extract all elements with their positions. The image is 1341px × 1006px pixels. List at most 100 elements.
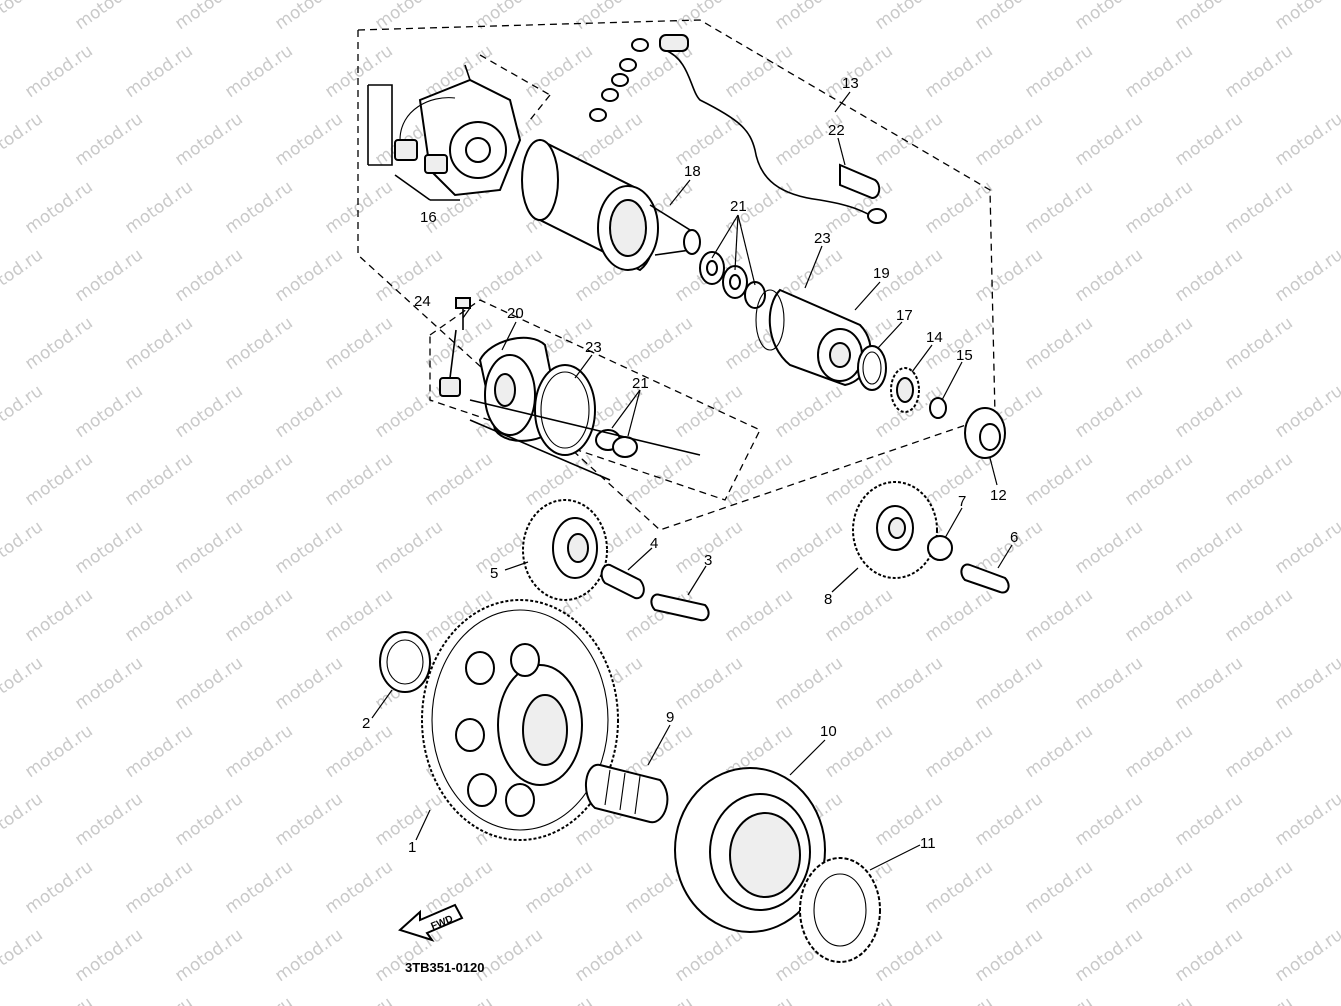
- watermark-text: motod.ru: [1071, 925, 1146, 986]
- watermark-text: motod.ru: [1271, 653, 1341, 714]
- watermark-text: motod.ru: [1271, 245, 1341, 306]
- nut-stack[interactable]: [589, 38, 649, 122]
- diagram-code: 3TB351-0120: [405, 960, 485, 975]
- through-bolts[interactable]: [469, 399, 701, 481]
- watermark-text: motod.ru: [671, 109, 746, 170]
- watermark-text: motod.ru: [1171, 789, 1246, 850]
- callout-19: 19: [873, 265, 890, 282]
- watermark-text: motod.ru: [1171, 0, 1246, 34]
- watermark-text: motod.ru: [371, 925, 446, 986]
- bolt-24[interactable]: [449, 297, 471, 379]
- bearing[interactable]: [964, 407, 1006, 459]
- shaft-3[interactable]: [650, 593, 710, 622]
- watermark-text: motod.ru: [121, 721, 196, 782]
- watermark-text: motod.ru: [0, 109, 47, 170]
- washer-set-lower[interactable]: [595, 429, 638, 458]
- one-way-clutch[interactable]: [799, 857, 881, 963]
- watermark-text: motod.ru: [221, 449, 296, 510]
- watermark-text: motod.ru: [621, 449, 696, 510]
- watermark-text: motod.ru: [671, 0, 746, 34]
- callout-1: 1: [408, 839, 416, 856]
- watermark-text: motod.ru: [1221, 449, 1296, 510]
- terminal-cover[interactable]: [839, 163, 881, 200]
- watermark-text: motod.ru: [721, 449, 796, 510]
- shaft-6[interactable]: [960, 563, 1010, 594]
- watermark-text: motod.ru: [321, 41, 396, 102]
- watermark-text: motod.ru: [321, 313, 396, 374]
- watermark-text: motod.ru: [571, 925, 646, 986]
- watermark-text: motod.ru: [421, 993, 496, 1006]
- watermark-text: motod.ru: [971, 245, 1046, 306]
- pinion-gear[interactable]: [890, 367, 920, 413]
- callout-16: 16: [420, 209, 437, 226]
- lead-wire[interactable]: [589, 34, 887, 224]
- watermark-text: motod.ru: [521, 857, 596, 918]
- watermark-text: motod.ru: [171, 517, 246, 578]
- watermark-text: motod.ru: [1071, 245, 1146, 306]
- watermark-text: motod.ru: [821, 993, 896, 1006]
- watermark-text: motod.ru: [1121, 857, 1196, 918]
- callout-20: 20: [507, 305, 524, 322]
- watermark-text: motod.ru: [771, 517, 846, 578]
- armature[interactable]: [597, 185, 701, 271]
- watermark-text: motod.ru: [71, 109, 146, 170]
- watermark-text: motod.ru: [971, 789, 1046, 850]
- brush-holder-plate[interactable]: [367, 64, 522, 201]
- needle-bearing-9[interactable]: [584, 763, 669, 824]
- callout-23-lower: 23: [585, 339, 602, 356]
- watermark-text: motod.ru: [771, 109, 846, 170]
- watermark-text: motod.ru: [71, 0, 146, 34]
- watermark-text: motod.ru: [821, 585, 896, 646]
- watermark-text: motod.ru: [121, 177, 196, 238]
- leader-lines: [371, 91, 1013, 871]
- watermark-text: motod.ru: [1271, 0, 1341, 34]
- watermark-text: motod.ru: [1171, 925, 1246, 986]
- watermark-text: motod.ru: [221, 721, 296, 782]
- watermark-text: motod.ru: [1071, 109, 1146, 170]
- needle-bearing-7[interactable]: [927, 535, 953, 561]
- watermark-text: motod.ru: [1221, 313, 1296, 374]
- idler-gear-8[interactable]: [852, 481, 938, 579]
- watermark-text: motod.ru: [871, 925, 946, 986]
- washer-2[interactable]: [379, 631, 431, 693]
- watermark-text: motod.ru: [1071, 789, 1146, 850]
- watermark-text: motod.ru: [321, 721, 396, 782]
- watermark-text: motod.ru: [1071, 517, 1146, 578]
- watermark-text: motod.ru: [971, 653, 1046, 714]
- o-ring-23-lower[interactable]: [534, 364, 596, 456]
- washer-set-upper[interactable]: [699, 251, 766, 309]
- watermark-text: motod.ru: [21, 857, 96, 918]
- watermark-text: motod.ru: [1121, 585, 1196, 646]
- watermark-text: motod.ru: [771, 0, 846, 34]
- needle-bearing-4[interactable]: [600, 563, 645, 600]
- callout-3: 3: [704, 552, 712, 569]
- watermark-text: motod.ru: [1021, 721, 1096, 782]
- watermark-text: motod.ru: [71, 381, 146, 442]
- watermark-text: motod.ru: [221, 177, 296, 238]
- watermark-text: motod.ru: [271, 925, 346, 986]
- watermark-text: motod.ru: [171, 245, 246, 306]
- watermark-text: motod.ru: [921, 721, 996, 782]
- watermark-text: motod.ru: [821, 41, 896, 102]
- watermark-text: motod.ru: [1021, 857, 1096, 918]
- watermark-text: motod.ru: [221, 585, 296, 646]
- watermark-text: motod.ru: [1121, 313, 1196, 374]
- watermark-text: motod.ru: [421, 857, 496, 918]
- clutch-housing[interactable]: [674, 767, 826, 933]
- callout-2: 2: [362, 715, 370, 732]
- watermark-text: motod.ru: [121, 449, 196, 510]
- watermark-text: motod.ru: [0, 245, 47, 306]
- watermark-text: motod.ru: [71, 925, 146, 986]
- idler-gear-5[interactable]: [522, 499, 608, 601]
- o-ring-17[interactable]: [857, 345, 887, 391]
- watermark-text: motod.ru: [1121, 177, 1196, 238]
- starter-wheel-gear[interactable]: [421, 599, 619, 841]
- watermark-text: motod.ru: [221, 41, 296, 102]
- watermark-text: motod.ru: [0, 0, 47, 34]
- watermark-text: motod.ru: [771, 653, 846, 714]
- front-cover[interactable]: [755, 288, 872, 387]
- watermark-text: motod.ru: [921, 857, 996, 918]
- watermark-text: motod.ru: [871, 653, 946, 714]
- circlip[interactable]: [929, 397, 947, 419]
